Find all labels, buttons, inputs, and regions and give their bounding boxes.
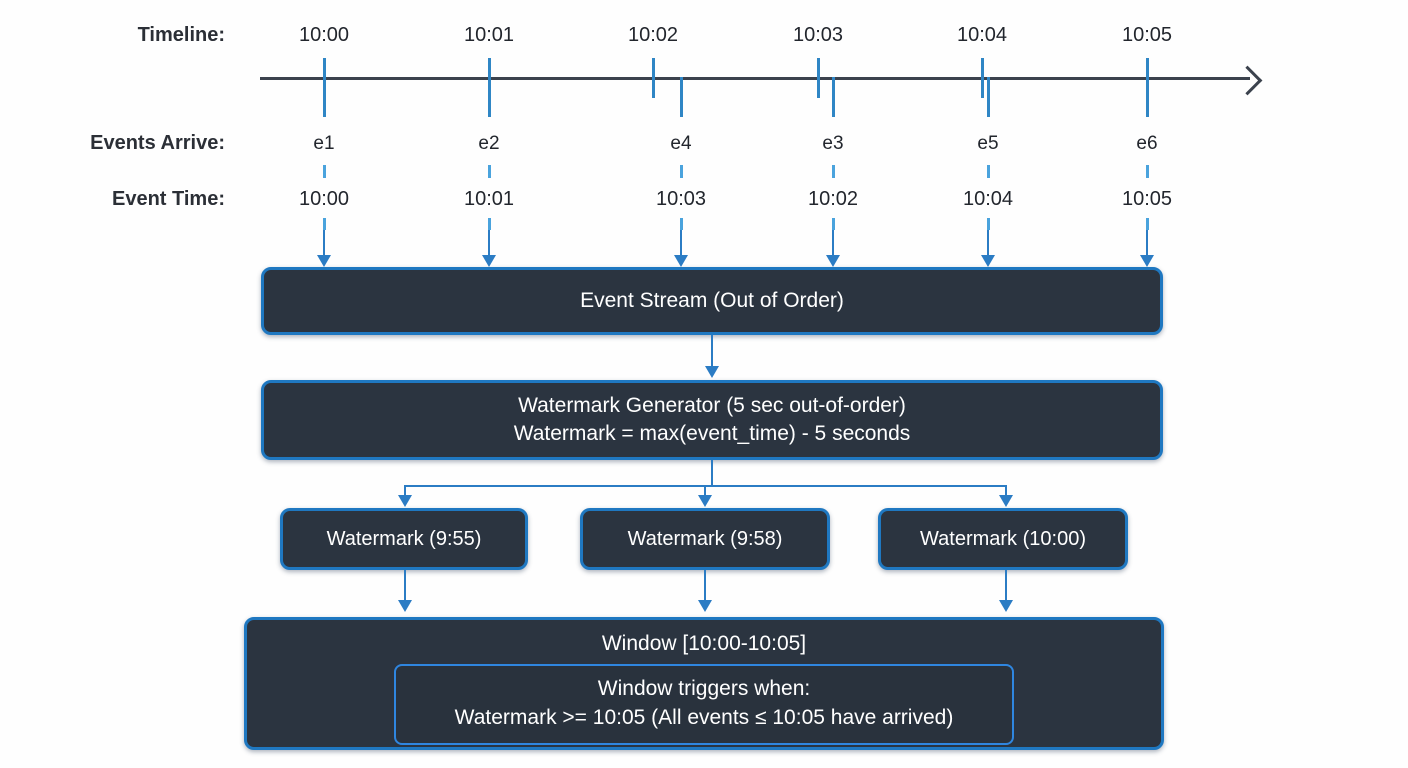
event-name-e5: e5 [977,133,999,154]
event-dash-upper-e6 [1146,165,1149,178]
events-arrive-row-label: Events Arrive: [90,132,225,154]
event-dash-lower-e3 [832,218,835,230]
event-dash-lower-e6 [1146,218,1149,230]
event-dash-upper-e3 [832,165,835,178]
event-arrow-head-e4 [674,255,688,267]
node-event-stream-label: Event Stream (Out of Order) [580,289,844,313]
branch-stem [711,460,713,486]
timeline-tick-4 [981,58,984,98]
timeline-tick-label-0: 10:00 [298,24,350,46]
event-dash-upper-e5 [987,165,990,178]
node-watermark-0-label: Watermark (9:55) [326,527,482,550]
event-arrow-shaft-e3 [832,230,834,258]
event-name-e6: e6 [1136,133,1158,154]
event-dash-upper-e1 [323,165,326,178]
branch-left-head [398,495,412,507]
event-tick-e5 [987,77,990,117]
timeline-row-label: Timeline: [137,24,225,46]
node-watermark-2[interactable]: Watermark (10:00) [878,508,1128,570]
event-name-e1: e1 [313,133,335,154]
timeline-tick-label-3: 10:03 [792,24,844,46]
node-window[interactable]: Window [10:00-10:05] Window triggers whe… [244,617,1164,750]
node-watermark-1[interactable]: Watermark (9:58) [580,508,830,570]
arrow-stream-to-generator-shaft [711,335,713,368]
node-window-title: Window [10:00-10:05] [601,632,807,655]
node-watermark-1-label: Watermark (9:58) [627,527,783,550]
event-arrow-head-e6 [1140,255,1154,267]
event-time-e1: 10:00 [298,188,350,210]
timeline-tick-label-5: 10:05 [1121,24,1173,46]
event-arrow-shaft-e5 [987,230,989,258]
node-window-trigger-box: Window triggers when: Watermark >= 10:05… [394,664,1014,745]
node-watermark-0[interactable]: Watermark (9:55) [280,508,528,570]
event-tick-e6 [1146,77,1149,117]
event-arrow-head-e2 [482,255,496,267]
event-name-e4: e4 [670,133,692,154]
arrow-wm1-to-window-head [698,600,712,612]
event-dash-upper-e2 [488,165,491,178]
event-time-e4: 10:03 [655,188,707,210]
branch-right-head [999,495,1013,507]
event-arrow-head-e1 [317,255,331,267]
event-time-e3: 10:02 [807,188,859,210]
node-event-stream[interactable]: Event Stream (Out of Order) [261,267,1163,335]
node-window-trigger-line1: Window triggers when: [597,677,811,701]
event-tick-e4 [680,77,683,117]
timeline-arrow-icon [1232,65,1263,96]
branch-mid-shaft [704,485,706,501]
timeline-axis [260,77,1250,80]
event-time-e2: 10:01 [463,188,515,210]
event-arrow-head-e5 [981,255,995,267]
timeline-tick-label-1: 10:01 [463,24,515,46]
node-watermark-generator[interactable]: Watermark Generator (5 sec out-of-order)… [261,380,1163,460]
event-dash-lower-e2 [488,218,491,230]
arrow-stream-to-generator-head [705,366,719,378]
event-dash-lower-e5 [987,218,990,230]
event-arrow-shaft-e1 [323,230,325,258]
event-dash-upper-e4 [680,165,683,178]
event-time-e6: 10:05 [1121,188,1173,210]
event-tick-e3 [832,77,835,117]
arrow-wm2-to-window-head [999,600,1013,612]
event-time-row-label: Event Time: [112,188,225,210]
event-arrow-shaft-e2 [488,230,490,258]
event-tick-e1 [323,77,326,117]
arrow-wm0-to-window-head [398,600,412,612]
node-watermark-generator-line2: Watermark = max(event_time) - 5 seconds [513,422,911,445]
arrow-wm0-to-window-shaft [404,570,406,602]
branch-mid-head [698,495,712,507]
node-window-trigger-line2: Watermark >= 10:05 (All events ≤ 10:05 h… [454,705,954,729]
event-name-e3: e3 [822,133,844,154]
timeline-tick-3 [817,58,820,98]
event-arrow-head-e3 [826,255,840,267]
node-watermark-2-label: Watermark (10:00) [920,527,1086,550]
timeline-tick-label-4: 10:04 [956,24,1008,46]
event-arrow-shaft-e4 [680,230,682,258]
timeline-tick-2 [652,58,655,98]
event-dash-lower-e1 [323,218,326,230]
arrow-wm1-to-window-shaft [704,570,706,602]
event-time-e5: 10:04 [962,188,1014,210]
branch-left-shaft [404,485,406,501]
event-name-e2: e2 [478,133,500,154]
node-watermark-generator-line1: Watermark Generator (5 sec out-of-order) [518,394,906,418]
timeline-tick-label-2: 10:02 [627,24,679,46]
event-dash-lower-e4 [680,218,683,230]
event-tick-e2 [488,77,491,117]
branch-right-shaft [1005,485,1007,501]
arrow-wm2-to-window-shaft [1005,570,1007,602]
event-arrow-shaft-e6 [1146,230,1148,258]
